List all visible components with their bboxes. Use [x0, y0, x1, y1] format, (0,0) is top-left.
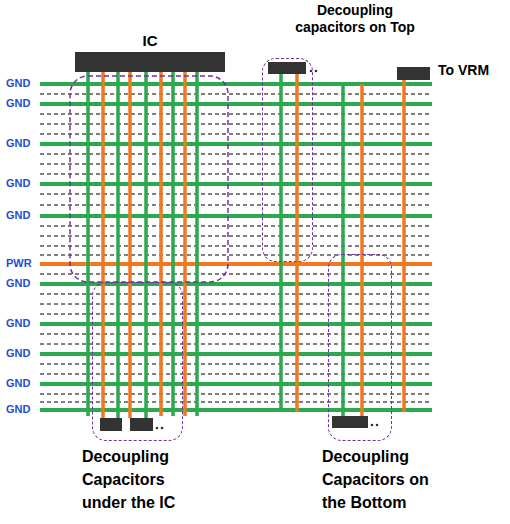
bottom-decap-group — [328, 254, 392, 441]
node-label: To VRM — [438, 62, 508, 79]
top-decap-group — [262, 58, 313, 262]
ground-plane — [40, 322, 432, 326]
dielectric-line — [40, 394, 432, 395]
layer-name: GND — [5, 76, 31, 90]
via — [159, 72, 163, 416]
via — [295, 74, 299, 412]
via — [360, 84, 364, 416]
layer-name: GND — [5, 176, 31, 190]
dielectric-line — [40, 246, 432, 247]
via — [402, 80, 406, 412]
dielectric-line — [40, 94, 432, 95]
via — [279, 74, 283, 412]
via — [86, 72, 90, 416]
ic-package — [75, 52, 225, 72]
ground-plane — [40, 142, 432, 146]
dielectric-line — [40, 134, 432, 135]
dielectric-line — [40, 205, 432, 206]
dielectric-line — [40, 226, 432, 227]
via — [171, 72, 175, 416]
dielectric-line — [40, 154, 432, 155]
dielectric-line — [40, 124, 432, 125]
ground-plane — [40, 408, 432, 412]
layer-name: GND — [5, 376, 31, 390]
via — [128, 72, 132, 418]
under-ic-decap-group — [92, 282, 183, 441]
via — [341, 84, 345, 416]
via — [101, 72, 105, 418]
via — [144, 72, 148, 418]
dielectric-line — [40, 344, 432, 345]
dielectric-line — [40, 402, 432, 403]
layer-name: GND — [5, 136, 31, 150]
ground-plane — [40, 352, 432, 356]
layer-name: GND — [5, 402, 31, 416]
dielectric-line — [40, 294, 432, 295]
dielectric-line — [40, 274, 432, 275]
node-label: IC — [120, 32, 180, 50]
dielectric-line — [40, 164, 432, 165]
vrm-connection — [397, 67, 430, 80]
layer-name: GND — [5, 96, 31, 110]
bottom-capacitor — [332, 416, 368, 428]
dielectric-line — [40, 174, 432, 175]
via — [116, 72, 120, 418]
bottom-capacitor — [130, 418, 153, 431]
dielectric-line — [40, 374, 432, 375]
ground-plane — [40, 214, 432, 218]
ic-via-region — [70, 76, 228, 282]
node-label: Decoupling Capacitors under the IC — [82, 445, 194, 514]
layer-name: PWR — [5, 256, 33, 270]
layer-name: GND — [5, 316, 31, 330]
top-capacitor — [268, 62, 306, 74]
dielectric-line — [40, 314, 432, 315]
dielectric-line — [40, 194, 432, 195]
layer-name: GND — [5, 208, 31, 222]
dielectric-line — [40, 364, 432, 365]
layer-name: GND — [5, 346, 31, 360]
via — [195, 72, 199, 416]
dielectric-line — [40, 334, 432, 335]
bottom-capacitor — [100, 418, 122, 431]
ground-plane — [40, 82, 432, 86]
dielectric-line — [40, 304, 432, 305]
dielectric-line — [40, 236, 432, 237]
power-plane — [40, 262, 432, 266]
dielectric-line — [40, 114, 432, 115]
node-label: Decoupling capacitors on Top — [280, 2, 430, 36]
via — [183, 72, 187, 416]
ground-plane — [40, 102, 432, 106]
ground-plane — [40, 382, 432, 386]
ground-plane — [40, 182, 432, 186]
node-label: Decoupling Capacitors on the Bottom — [322, 445, 450, 514]
layer-name: GND — [5, 276, 31, 290]
